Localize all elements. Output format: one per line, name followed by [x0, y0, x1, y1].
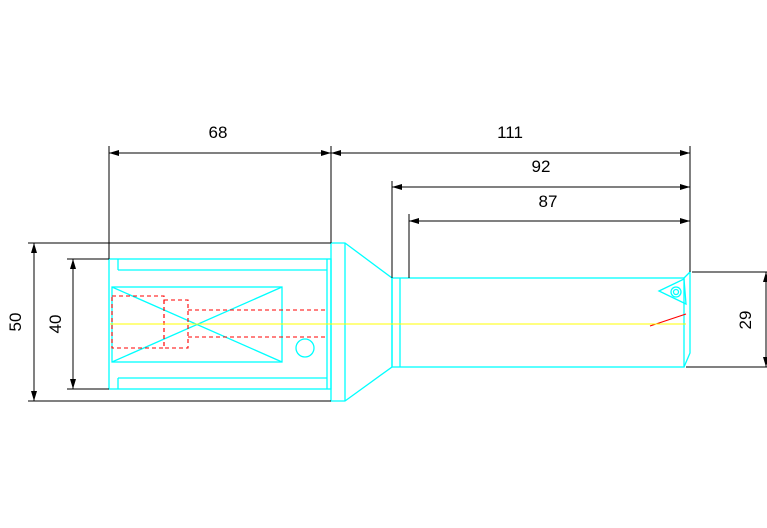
drill-tip	[683, 270, 691, 368]
dim-label-87: 87	[539, 192, 558, 211]
dim-label-29: 29	[736, 311, 755, 330]
insert-screw-inner	[672, 288, 680, 296]
cutting-insert	[657, 278, 687, 306]
coolant-hole	[295, 338, 315, 358]
dim-label-50: 50	[6, 313, 25, 332]
tool-outline	[108, 242, 691, 402]
flange-taper	[330, 242, 393, 402]
insert-screw-outer	[670, 286, 682, 298]
drill-body	[391, 277, 685, 368]
dim-label-92: 92	[532, 157, 551, 176]
hidden-bore-1	[111, 295, 165, 349]
hidden-lines	[111, 295, 687, 349]
dim-label-111: 111	[497, 123, 523, 142]
dim-label-40: 40	[46, 315, 65, 334]
dim-label-68: 68	[209, 123, 228, 142]
dimension-lines	[28, 146, 767, 402]
